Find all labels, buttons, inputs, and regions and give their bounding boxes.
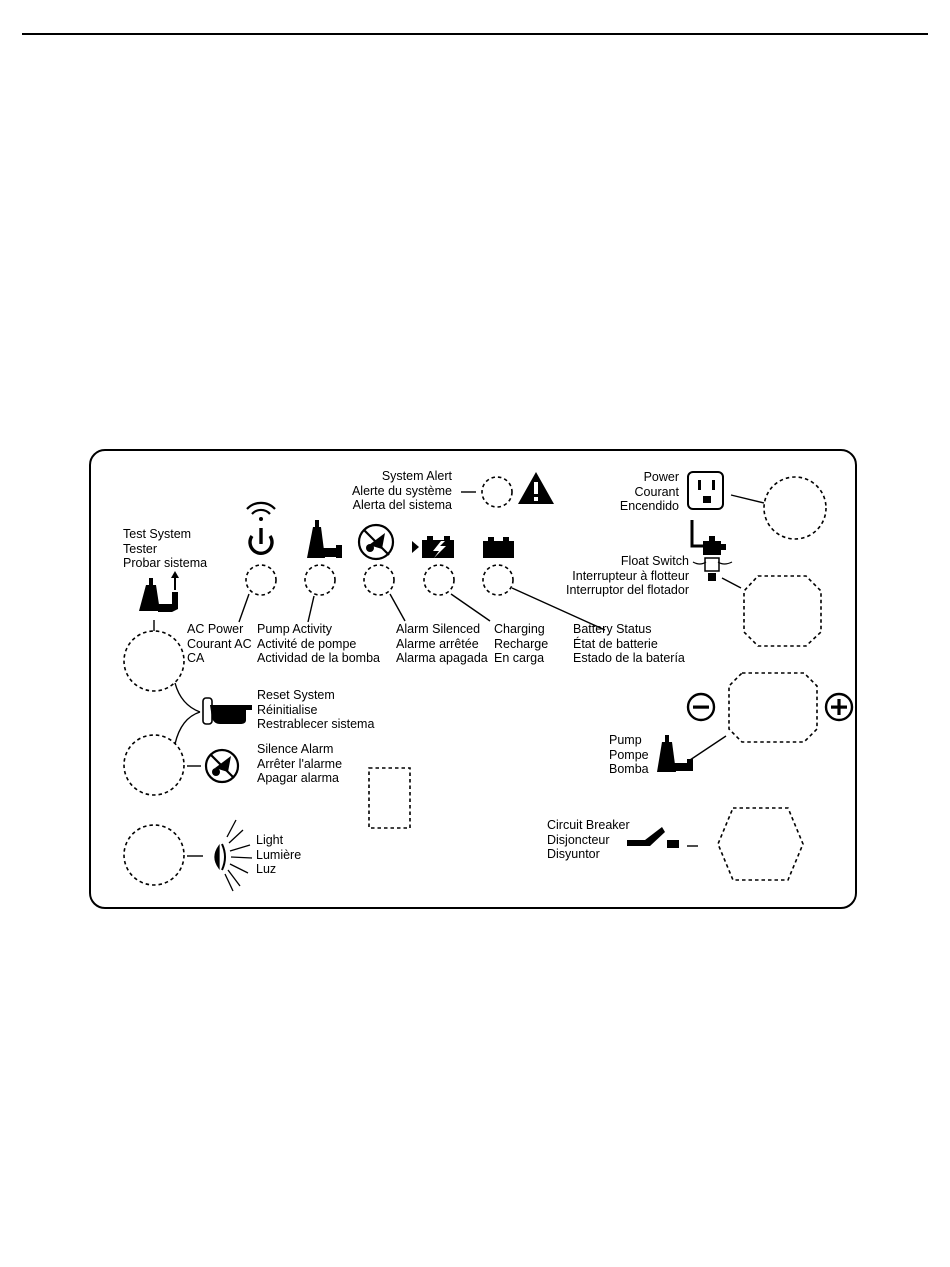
silence-alarm-button[interactable] bbox=[123, 734, 185, 796]
control-panel-outline bbox=[89, 449, 857, 909]
wifi-signal-icon bbox=[246, 501, 276, 521]
power-indicator bbox=[763, 476, 827, 540]
circuit-breaker-label: Circuit Breaker Disjoncteur Disyuntor bbox=[547, 818, 630, 862]
plus-icon bbox=[824, 692, 854, 722]
pump-activity-label: Pump Activity Activité de pompe Activida… bbox=[257, 622, 380, 666]
alarm-silenced-icon bbox=[357, 523, 395, 561]
dashed-rectangle bbox=[368, 767, 411, 829]
charging-battery-icon bbox=[412, 536, 454, 558]
circuit-breaker-icon bbox=[627, 827, 679, 848]
ac-power-label: AC Power Courant AC CA bbox=[187, 622, 252, 666]
pump-label: Pump Pompe Bomba bbox=[609, 733, 649, 777]
reset-hand-icon bbox=[202, 697, 252, 725]
power-icon bbox=[248, 528, 274, 556]
alarm-silenced-label: Alarm Silenced Alarme arrêtée Alarma apa… bbox=[396, 622, 488, 666]
minus-icon bbox=[686, 692, 716, 722]
pump-icon bbox=[307, 520, 342, 558]
test-system-button[interactable] bbox=[123, 630, 185, 692]
ac-power-led bbox=[245, 564, 277, 596]
battery-status-label: Battery Status État de batterie Estado d… bbox=[573, 622, 685, 666]
alarm-silenced-led bbox=[363, 564, 395, 596]
pump-small-icon bbox=[657, 735, 693, 772]
test-system-label: Test System Tester Probar sistema bbox=[123, 527, 208, 571]
silence-alarm-label: Silence Alarm Arrêter l'alarme Apagar al… bbox=[257, 742, 343, 786]
charging-led bbox=[423, 564, 455, 596]
system-alert-label: System Alert Alerte du système Alerta de… bbox=[351, 469, 452, 513]
light-button[interactable] bbox=[123, 824, 185, 886]
power-label: Power Courant Encendido bbox=[619, 470, 679, 514]
float-switch-connector bbox=[743, 575, 822, 647]
float-switch-label: Float Switch Interrupteur à flotteur Int… bbox=[566, 554, 689, 598]
float-switch-icon bbox=[690, 520, 733, 581]
circuit-breaker-slot bbox=[717, 807, 804, 881]
charging-label: Charging Recharge En carga bbox=[494, 622, 549, 666]
power-outlet-icon bbox=[687, 471, 724, 510]
test-pump-icon bbox=[139, 571, 179, 612]
battery-icon bbox=[483, 537, 514, 558]
pump-activity-led bbox=[304, 564, 336, 596]
light-label: Light Lumière Luz bbox=[256, 833, 302, 877]
top-rule bbox=[22, 33, 928, 35]
warning-triangle-icon bbox=[518, 472, 554, 504]
battery-status-led bbox=[482, 564, 514, 596]
system-alert-led bbox=[481, 476, 513, 508]
pump-connector bbox=[728, 672, 818, 743]
light-icon bbox=[214, 819, 253, 892]
silence-alarm-icon bbox=[204, 748, 240, 784]
reset-system-label: Reset System Réinitialise Restrablecer s… bbox=[257, 688, 375, 732]
